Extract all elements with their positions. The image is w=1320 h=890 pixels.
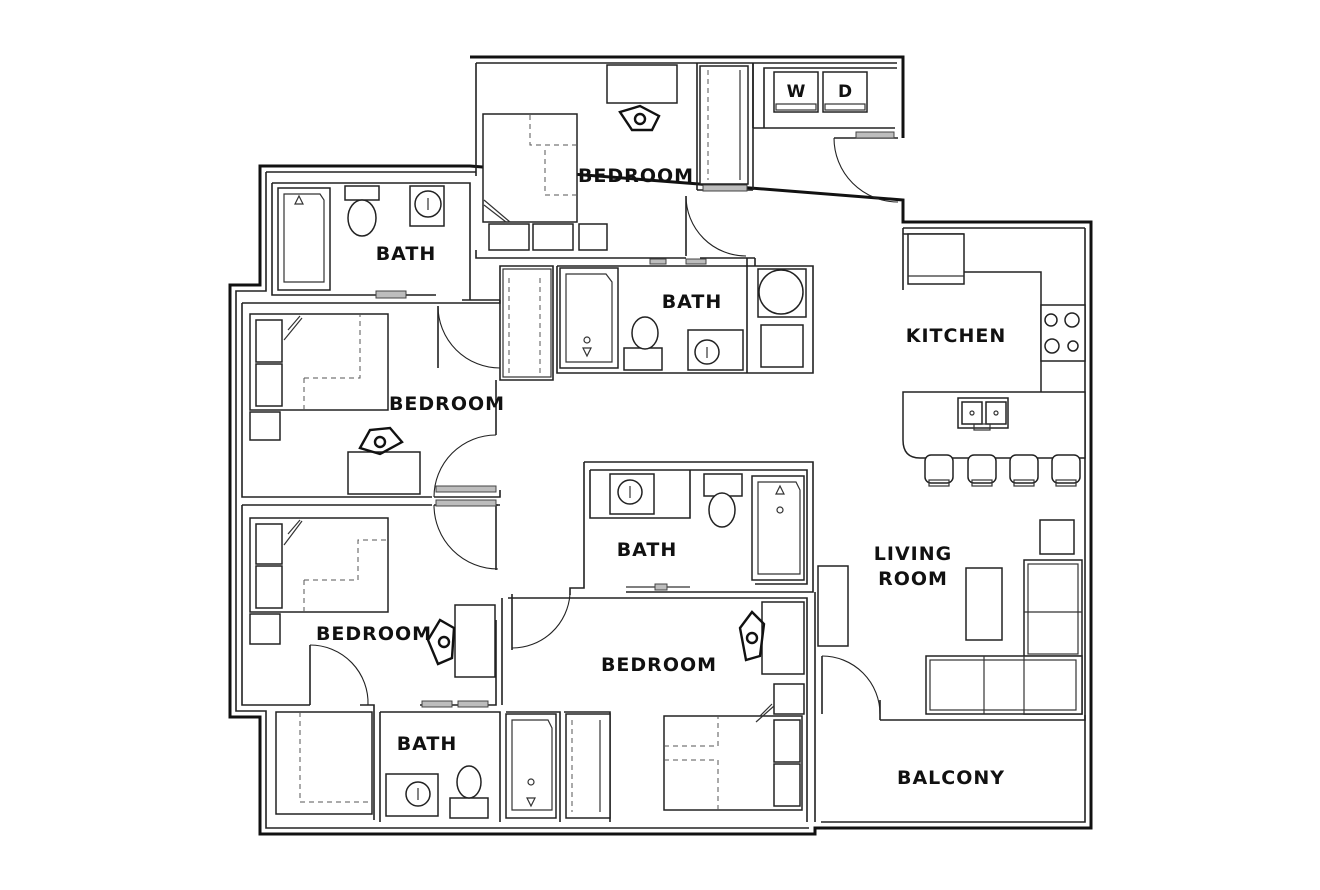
room-label-bedroom-lower-center: BEDROOM — [601, 654, 717, 676]
room-label-bath-bottom: BATH — [397, 733, 458, 755]
washer-label: W — [787, 82, 806, 102]
room-label-living-line2: ROOM — [878, 568, 948, 590]
desk-chair-icon — [358, 426, 404, 456]
lower-left-bedroom-furniture — [249, 517, 496, 678]
bottom-bath-fixtures — [385, 713, 611, 819]
laundry-closet: W D — [773, 71, 868, 113]
desk-chair-icon — [426, 618, 456, 666]
desk-chair-icon — [738, 610, 766, 662]
lower-center-bedroom-furniture — [663, 565, 849, 811]
room-label-living-line1: LIVING — [874, 543, 952, 565]
room-label-bedroom-top: BEDROOM — [578, 165, 694, 187]
central-bath-fixtures — [609, 473, 805, 581]
bar-stools — [924, 454, 1081, 487]
dryer-label: D — [838, 82, 852, 102]
room-label-bath-top-middle: BATH — [662, 291, 723, 313]
room-labels: BEDROOM BATH BATH BEDROOM KITCHEN BATH L… — [316, 165, 1006, 789]
desk-chair-icon — [618, 104, 661, 132]
top-bedroom-furniture — [482, 64, 749, 251]
room-label-bath-center: BATH — [617, 539, 678, 561]
top-middle-bath-fixtures — [502, 267, 807, 378]
room-label-bath-top-left: BATH — [376, 243, 437, 265]
left-bedroom-furniture — [249, 313, 421, 495]
top-left-bath-fixtures — [277, 185, 445, 291]
room-label-kitchen: KITCHEN — [906, 325, 1006, 347]
room-label-bedroom-lower-left: BEDROOM — [316, 623, 432, 645]
bottom-left-closet — [275, 711, 373, 815]
room-label-bedroom-left: BEDROOM — [389, 393, 505, 415]
kitchen-fixtures — [902, 233, 1086, 459]
living-room-furniture — [925, 519, 1083, 715]
sliding-doors — [375, 131, 895, 708]
room-label-balcony: BALCONY — [897, 767, 1005, 789]
